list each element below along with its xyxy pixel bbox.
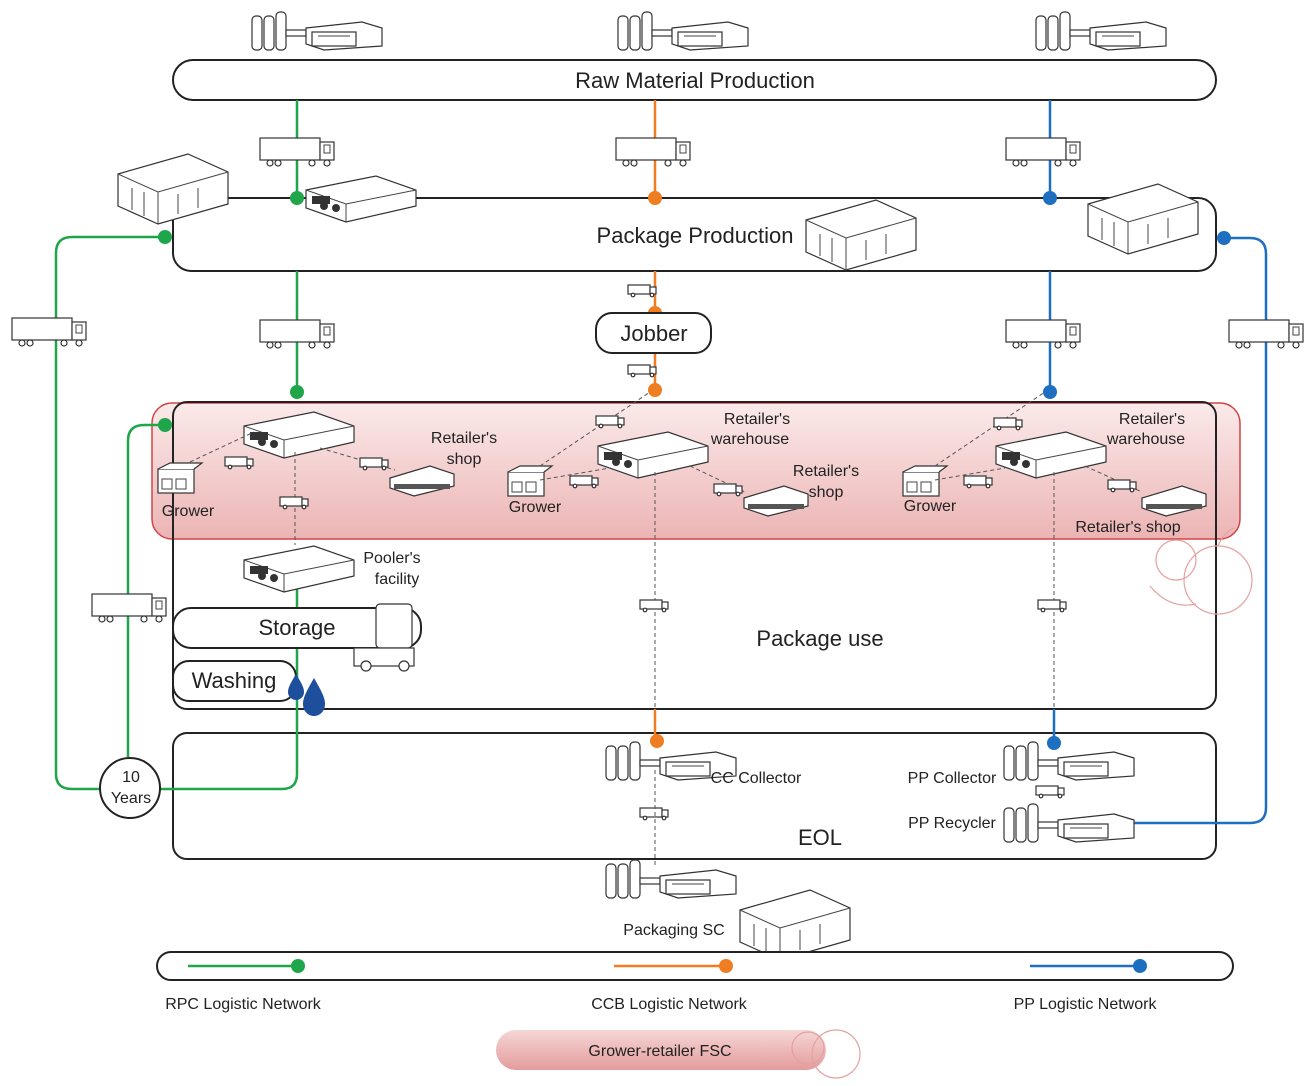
grower-label: Grower	[162, 503, 215, 520]
pp-legend-label: PP Logistic Network	[1014, 996, 1158, 1013]
jobber-label: Jobber	[620, 321, 687, 346]
package-production-box	[172, 197, 1217, 272]
retailers-shop-label: Retailer's	[793, 463, 859, 480]
package-use-box	[172, 401, 1217, 710]
rpc-network	[54, 100, 299, 791]
poolers-facility-icon	[243, 545, 355, 593]
truck-icon	[1005, 319, 1081, 349]
factory-icon	[1003, 803, 1135, 843]
truck-icon	[615, 137, 691, 167]
packaging-sc-label: Packaging SC	[623, 922, 724, 939]
rpc-node	[290, 385, 304, 399]
truck-icon	[639, 807, 669, 821]
apple-icon	[1149, 527, 1253, 615]
ccb-node	[648, 191, 662, 205]
ccb-legend-marker	[719, 959, 733, 973]
truck-icon	[627, 284, 657, 298]
retailers-shop-label: shop	[809, 484, 844, 501]
retailers-shop-label: shop	[447, 451, 482, 468]
retailers-warehouse-label: warehouse	[1106, 431, 1185, 448]
truck-icon	[639, 599, 669, 613]
pp-collector-label: PP Collector	[908, 770, 997, 787]
retailers-warehouse-label: Retailer's	[1119, 411, 1185, 428]
apple-icon	[791, 1029, 861, 1079]
crate-icon	[739, 889, 851, 961]
water-drop-icon	[288, 674, 304, 700]
raw-material-production-label: Raw Material Production	[575, 68, 815, 93]
factory-icon	[251, 11, 383, 51]
rpc-node	[158, 230, 172, 244]
truck-icon	[1037, 599, 1067, 613]
package-production-label: Package Production	[597, 223, 794, 248]
crate-icon	[117, 153, 229, 225]
truck-icon	[1005, 137, 1081, 167]
storage-box	[172, 607, 422, 649]
poolers-facility-label: Pooler's	[363, 550, 420, 567]
retailers-warehouse-label: warehouse	[710, 431, 789, 448]
pp-legend-marker	[1133, 959, 1147, 973]
rpc-legend-label: RPC Logistic Network	[165, 996, 322, 1013]
ccb-node	[650, 734, 664, 748]
pp-node	[1043, 191, 1057, 205]
pp-node	[1047, 736, 1061, 750]
factory-icon	[605, 859, 737, 899]
package-use-label: Package use	[756, 626, 883, 651]
truck-icon	[11, 317, 87, 347]
ten-years-word: Years	[111, 790, 151, 807]
retailers-shop-label: Retailer's shop	[1075, 519, 1180, 536]
washing-label: Washing	[192, 668, 277, 693]
raw-material-production-box	[172, 59, 1217, 101]
factory-icon	[617, 11, 749, 51]
pp-node	[1217, 231, 1231, 245]
factory-icon	[1003, 741, 1135, 781]
eol-box	[172, 732, 1217, 860]
cc-collector-label: CC Collector	[711, 770, 802, 787]
truck-icon	[1035, 785, 1065, 799]
ten-years-number: 10	[122, 769, 140, 786]
eol-label: EOL	[798, 825, 842, 850]
crate-icon	[805, 199, 917, 271]
rpc-legend-marker	[291, 959, 305, 973]
forklift-icon	[353, 603, 415, 672]
pp-recycler-label: PP Recycler	[908, 815, 996, 832]
fsc-legend-pill	[496, 1030, 826, 1070]
storage-label: Storage	[258, 615, 335, 640]
ten-years-circle	[99, 757, 161, 819]
factory-icon	[1035, 11, 1167, 51]
grower-label: Grower	[904, 498, 957, 515]
rpc-node	[158, 418, 172, 432]
pp-node	[1043, 385, 1057, 399]
truck-icon	[627, 364, 657, 378]
poolers-facility-label: facility	[375, 571, 419, 588]
warehouse-icon	[305, 175, 417, 223]
rpc-node	[290, 191, 304, 205]
grower-label: Grower	[509, 499, 562, 516]
fsc-legend-label: Grower-retailer FSC	[588, 1043, 731, 1060]
jobber-box	[595, 312, 712, 354]
crate-icon	[1087, 183, 1199, 255]
retailers-shop-label: Retailer's	[431, 430, 497, 447]
ccb-node	[648, 383, 662, 397]
retailers-warehouse-label: Retailer's	[724, 411, 790, 428]
water-drop-icon	[303, 678, 325, 716]
ccb-legend-label: CCB Logistic Network	[591, 996, 748, 1013]
